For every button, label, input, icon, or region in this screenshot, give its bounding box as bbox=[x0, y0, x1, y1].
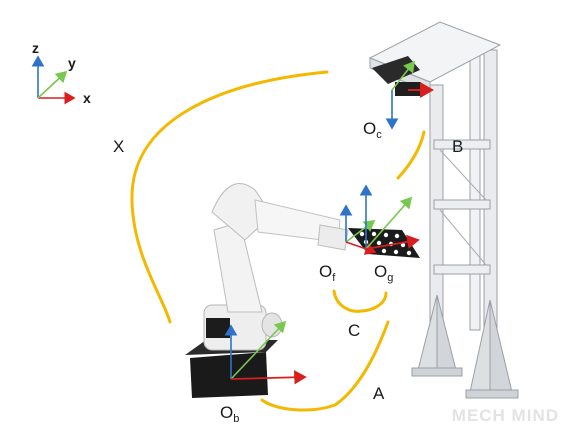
legend-y-label: y bbox=[68, 55, 76, 71]
legend-z-label: z bbox=[32, 40, 39, 56]
curve-c bbox=[332, 289, 388, 313]
orientation-legend bbox=[31, 55, 76, 105]
label-a: A bbox=[373, 384, 385, 403]
label-flange-frame: Of bbox=[319, 262, 336, 284]
label-c: C bbox=[348, 321, 361, 340]
label-x: X bbox=[113, 137, 125, 156]
base-frame-axes bbox=[224, 320, 307, 385]
label-base-frame: Ob bbox=[220, 403, 240, 425]
label-board-frame: Og bbox=[374, 262, 394, 284]
legend-x-label: x bbox=[83, 90, 91, 106]
curve-x bbox=[130, 70, 329, 324]
board-frame-axes bbox=[359, 184, 420, 250]
curve-a bbox=[260, 320, 390, 412]
flange-frame-axes bbox=[339, 204, 377, 255]
curve-b bbox=[396, 130, 426, 180]
watermark-logo: MECH MIND bbox=[451, 406, 559, 425]
robot-arm bbox=[185, 183, 349, 398]
transform-curves bbox=[130, 70, 426, 412]
label-camera-frame: Oc bbox=[363, 119, 382, 141]
camera-device bbox=[372, 56, 434, 130]
label-b: B bbox=[452, 137, 464, 156]
